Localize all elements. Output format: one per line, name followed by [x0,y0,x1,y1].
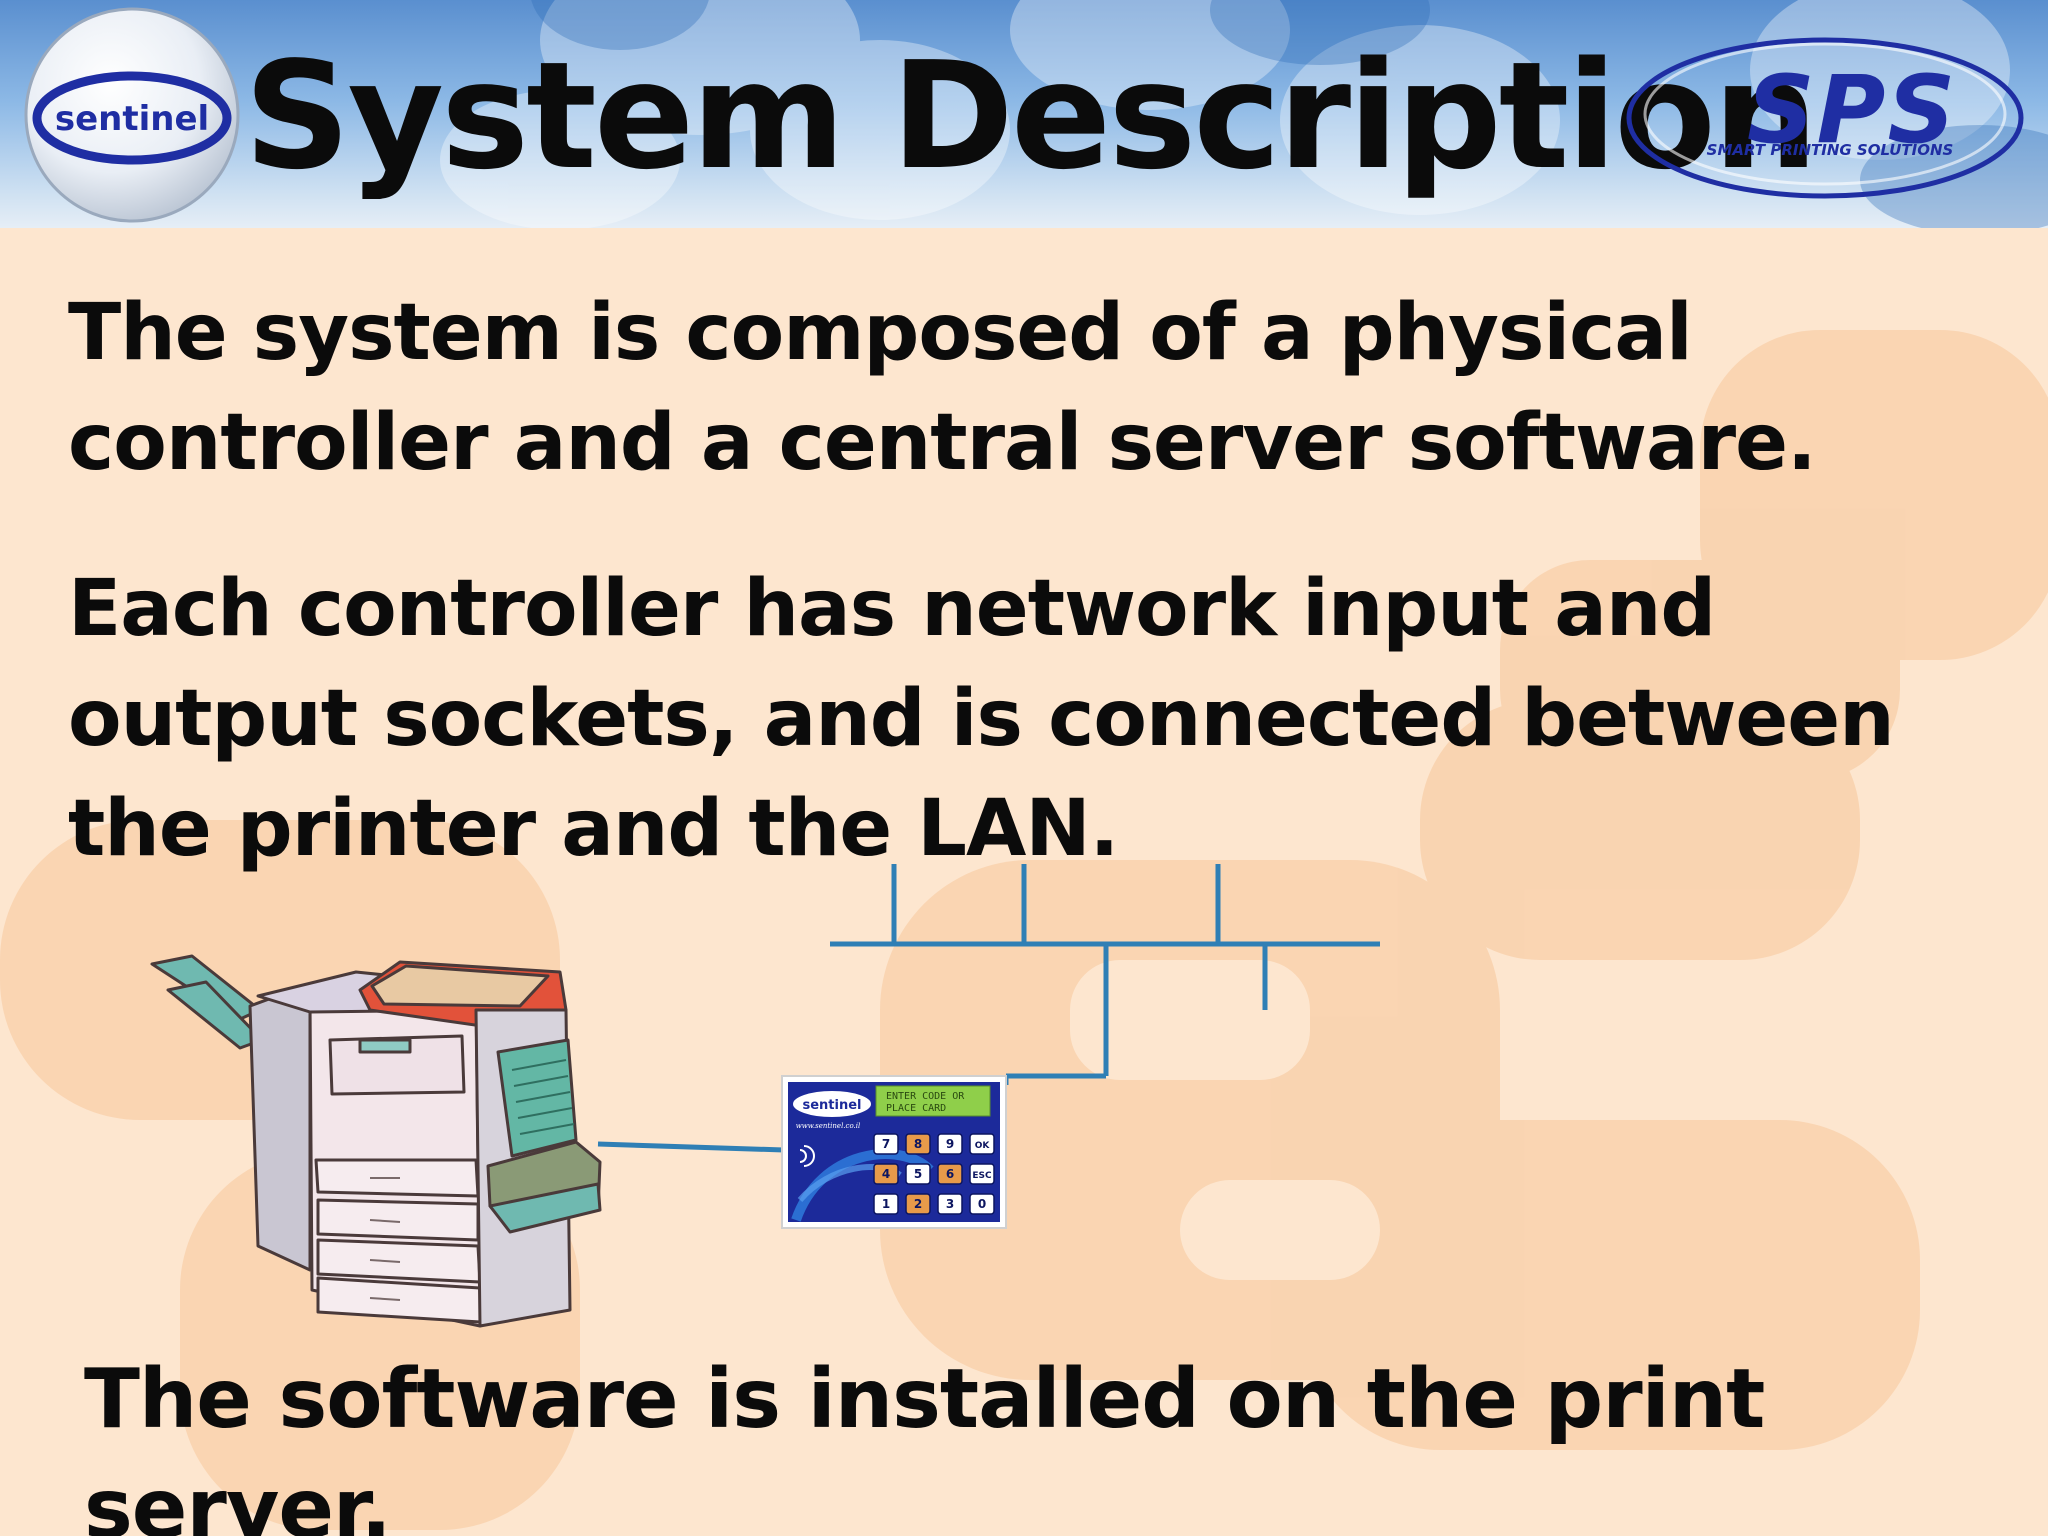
keypad-key-label: 3 [946,1197,954,1211]
svg-text:www.sentinel.co.il: www.sentinel.co.il [796,1122,861,1130]
paragraph-software-install: The software is installed on the print s… [84,1352,1765,1536]
keypad-key-4 [873,1163,899,1185]
keypad-key-label: 1 [882,1197,890,1211]
keypad-key-label: 0 [978,1197,986,1211]
keypad-key-7 [873,1133,899,1155]
svg-text:SMART PRINTING SOLUTIONS: SMART PRINTING SOLUTIONS [1707,141,1954,159]
keypad-key-0 [969,1193,995,1215]
svg-text:ENTER CODE OR: ENTER CODE OR [886,1091,965,1102]
keypad-key-label: 4 [882,1167,890,1181]
sentinel-logo: sentinel [24,7,240,223]
header-band: sentinel System Description SPS SMART PR… [0,0,2048,228]
sps-logo: SPS SMART PRINTING SOLUTIONS [1626,37,2024,199]
keypad-key-label: 8 [914,1137,922,1151]
keypad-key-8 [905,1133,931,1155]
keypad-key-label: ESC [972,1171,992,1181]
keypad-key-2 [905,1193,931,1215]
keypad-keys: 7 8 9 OK 4 5 6 ESC 1 2 3 0 [873,1133,995,1215]
page-title: System Description [244,30,1818,202]
keypad-key-label: 9 [946,1137,954,1151]
keypad-key-label: 2 [914,1197,922,1211]
keypad-key-9 [937,1133,963,1155]
keypad-key-5 [905,1163,931,1185]
keypad-key-1 [873,1193,899,1215]
keypad-key-label: 7 [882,1137,890,1151]
keypad-key-6 [937,1163,963,1185]
svg-text:SPS: SPS [1747,56,1957,165]
keypad-key-ok [969,1133,995,1155]
keypad-key-label: 6 [946,1167,954,1181]
keypad-key-esc [969,1163,995,1185]
svg-text:PLACE CARD: PLACE CARD [886,1103,946,1114]
copier-printer-icon [150,954,602,1328]
keypad-key-3 [937,1193,963,1215]
paragraph-system-composition: The system is composed of a physical con… [68,288,1817,488]
svg-text:sentinel: sentinel [802,1098,861,1113]
svg-text:sentinel: sentinel [55,99,209,139]
header-bubbles [440,0,2048,228]
lan-lines [597,864,1380,1153]
keypad-key-label: OK [975,1141,991,1151]
controller-keypad-icon: sentinel www.sentinel.co.il ENTER CODE O… [781,1075,1007,1229]
keypad-key-label: 5 [914,1167,922,1181]
paragraph-controller-sockets: Each controller has network input and ou… [68,564,1895,874]
